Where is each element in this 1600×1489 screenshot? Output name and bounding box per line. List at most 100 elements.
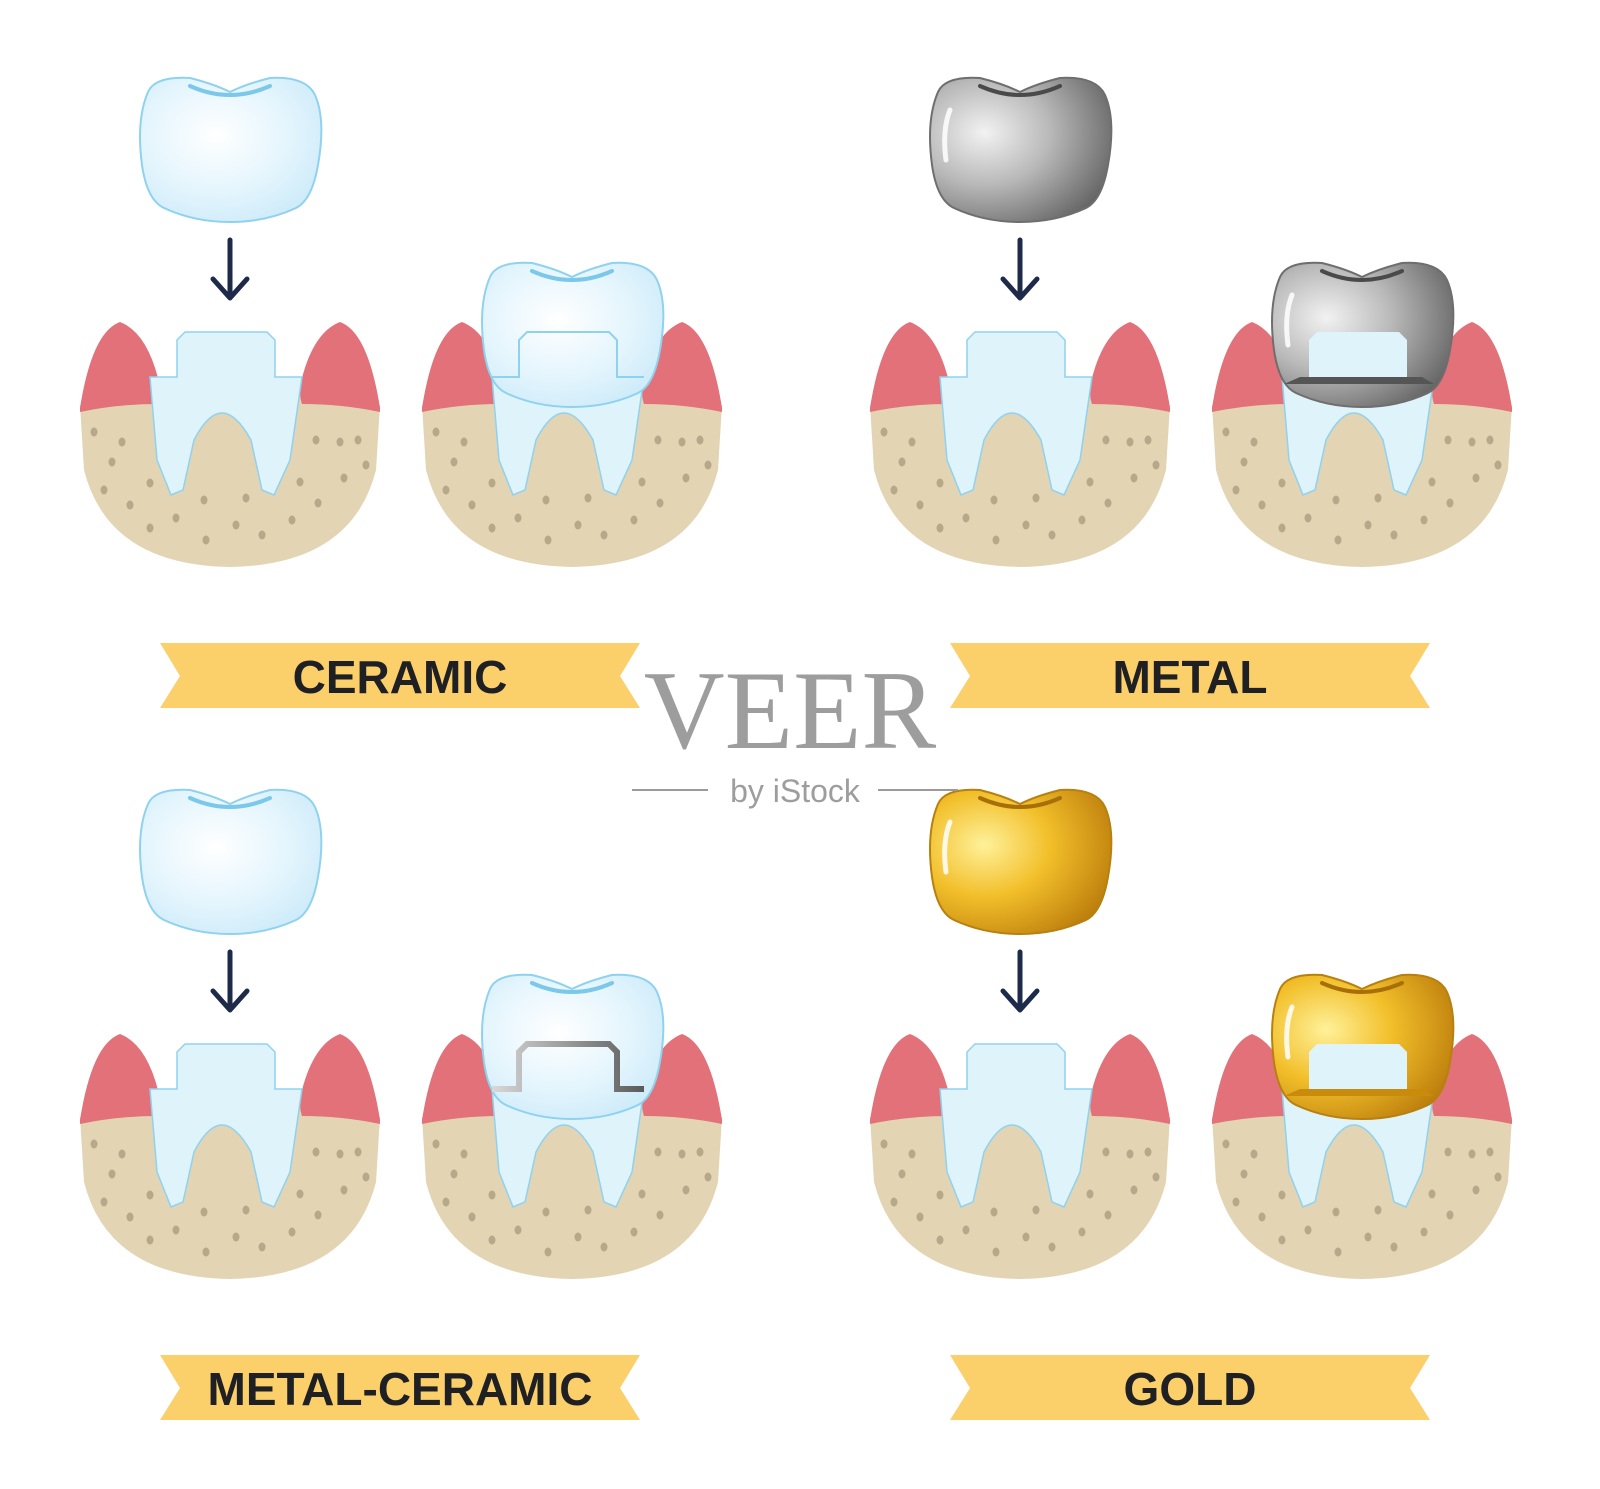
- bone-dot: [288, 1227, 296, 1237]
- bone-dot: [460, 437, 468, 447]
- prepared-tooth-scene: [80, 1034, 380, 1279]
- bone-dot: [936, 1235, 944, 1245]
- bone-dot: [1278, 1235, 1286, 1245]
- bone-dot: [990, 495, 998, 505]
- crown-rim: [1284, 377, 1434, 384]
- gum-right: [300, 1034, 380, 1124]
- panel-metal: METAL: [870, 76, 1512, 708]
- bone-dot: [638, 1189, 646, 1199]
- crown-ceramic: [139, 76, 323, 224]
- bone-dot: [1130, 473, 1138, 483]
- bone-dot: [432, 427, 440, 437]
- bone-dot: [100, 1197, 108, 1207]
- bone-dot: [1048, 530, 1056, 540]
- bone-dot: [936, 523, 944, 533]
- bone-texture: [90, 427, 370, 545]
- crown-groove: [978, 796, 1062, 809]
- bone-dot: [312, 1147, 320, 1157]
- crown-groove: [1320, 269, 1404, 282]
- bone-dot: [312, 435, 320, 445]
- bone-dot: [1444, 435, 1452, 445]
- bone-dot: [936, 1190, 944, 1200]
- bone-dot: [542, 1207, 550, 1217]
- bone-dot: [146, 1190, 154, 1200]
- bone-dot: [1468, 1149, 1476, 1159]
- bone-dot: [172, 1225, 180, 1235]
- bone-dot: [962, 513, 970, 523]
- bone-dot: [682, 473, 690, 483]
- bone-dot: [1304, 513, 1312, 523]
- bone-dot: [916, 1212, 924, 1222]
- bone-dot: [488, 1190, 496, 1200]
- bone-dot: [340, 473, 348, 483]
- bone-dot: [314, 498, 322, 508]
- banner-ribbon: [160, 1355, 640, 1420]
- bone-dot: [1390, 530, 1398, 540]
- material-label: CERAMIC: [293, 651, 508, 703]
- gum-right: [1432, 1034, 1512, 1124]
- bone-dot: [916, 500, 924, 510]
- bone-dot: [450, 1169, 458, 1179]
- jaw-bone: [870, 392, 1170, 567]
- bone-dot: [1232, 485, 1240, 495]
- bone-dot: [118, 1149, 126, 1159]
- gum-left: [1212, 322, 1292, 412]
- jaw-bone: [1212, 392, 1512, 567]
- bone-dot: [1420, 515, 1428, 525]
- jaw-bone: [1212, 1104, 1512, 1279]
- bone-dot: [584, 1205, 592, 1215]
- gum-left: [870, 1034, 950, 1124]
- bone-dot: [654, 435, 662, 445]
- bone-dot: [704, 1172, 712, 1182]
- gum-right: [300, 322, 380, 412]
- gum-left: [80, 1034, 160, 1124]
- bone-dot: [1126, 1149, 1134, 1159]
- bone-dot: [1022, 520, 1030, 530]
- bone-dot: [1278, 1190, 1286, 1200]
- gum-right: [1090, 1034, 1170, 1124]
- gum-left: [870, 322, 950, 412]
- gum-right: [1432, 322, 1512, 412]
- crown-groove: [530, 269, 614, 282]
- bone-dot: [108, 1169, 116, 1179]
- bone-dot: [146, 523, 154, 533]
- bone-dot: [1258, 1212, 1266, 1222]
- bone-dot: [678, 1149, 686, 1159]
- bone-dot: [1032, 493, 1040, 503]
- bone-dot: [1078, 1227, 1086, 1237]
- bone-dot: [200, 495, 208, 505]
- bone-dot: [1390, 1242, 1398, 1252]
- bone-dot: [90, 427, 98, 437]
- bone-dot: [704, 460, 712, 470]
- bone-dot: [1494, 1172, 1502, 1182]
- bone-dot: [890, 1197, 898, 1207]
- bone-dot: [656, 498, 664, 508]
- label-banner: GOLD: [950, 1355, 1430, 1420]
- bone-dot: [1102, 435, 1110, 445]
- bone-dot: [1086, 477, 1094, 487]
- crowned-tooth-scene: [1212, 261, 1512, 567]
- bone-dot: [126, 500, 134, 510]
- crown-highlight: [942, 819, 953, 875]
- crown-highlight: [1284, 1004, 1295, 1060]
- bone-dot: [1022, 1232, 1030, 1242]
- bone-dot: [362, 460, 370, 470]
- bone-dot: [1334, 535, 1342, 545]
- banner-ribbon: [160, 643, 640, 708]
- jaw-bone: [80, 1104, 380, 1279]
- bone-dot: [100, 485, 108, 495]
- bone-dot: [1222, 1139, 1230, 1149]
- prepared-tooth-scene: [870, 1034, 1170, 1279]
- gum-left: [422, 1034, 502, 1124]
- bone-dot: [1250, 437, 1258, 447]
- crown-highlight: [942, 107, 953, 163]
- watermark: VEER by iStock: [632, 649, 958, 809]
- bone-dot: [1486, 435, 1494, 445]
- bone-dot: [1232, 1197, 1240, 1207]
- bone-dot: [1126, 437, 1134, 447]
- bone-dot: [202, 535, 210, 545]
- bone-dot: [1240, 457, 1248, 467]
- bone-dot: [258, 530, 266, 540]
- bone-dot: [488, 478, 496, 488]
- tooth-stump-visible: [1309, 1044, 1407, 1089]
